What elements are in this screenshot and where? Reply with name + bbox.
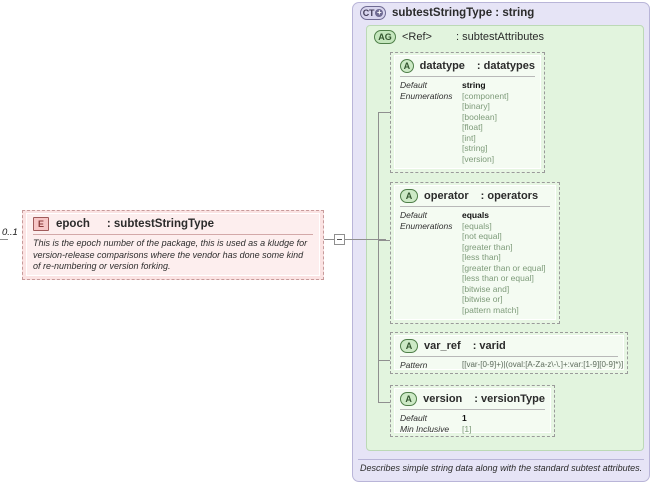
attribute-icon[interactable]: A xyxy=(400,59,414,73)
enum-item: [not equal] xyxy=(462,231,502,241)
attribute-group-type: : subtestAttributes xyxy=(455,31,545,43)
attribute-version[interactable]: A version : versionType Default Min Incl… xyxy=(390,385,555,437)
facet-value-default: equals xyxy=(462,210,489,220)
attribute-version-header: A version : versionType xyxy=(400,392,545,409)
divider xyxy=(400,206,550,207)
attribute-datatype-name: datatype xyxy=(419,60,465,72)
attribute-var-ref[interactable]: A var_ref : varid Pattern [[var-[0-9]+)|… xyxy=(390,332,628,374)
attribute-operator-type: : operators xyxy=(480,190,539,202)
connector-line-right xyxy=(345,239,386,240)
element-epoch-name: epoch xyxy=(56,218,90,230)
enum-item: [string] xyxy=(462,143,488,153)
attribute-datatype-header: A datatype : datatypes xyxy=(400,59,535,76)
facet-value-pattern: [[var-[0-9]+)|(oval:[A-Za-z\-\.]+:var:[1… xyxy=(462,360,624,369)
tree-branch-datatype xyxy=(378,112,390,113)
attribute-version-name: version xyxy=(423,393,463,405)
facet-label-enumerations: Enumerations xyxy=(400,220,453,231)
enum-item: [boolean] xyxy=(462,111,497,122)
enum-item: [less than or equal] xyxy=(462,273,534,283)
attribute-var-ref-body: A var_ref : varid Pattern [[var-[0-9]+)|… xyxy=(394,335,624,370)
attribute-operator-facets: Default Enumerations equals [equals] [no… xyxy=(400,210,550,315)
attribute-datatype-body: A datatype : datatypes Default Enumerati… xyxy=(394,55,541,169)
facet-value-min-inclusive: [1] xyxy=(462,423,472,434)
attribute-group-header[interactable]: AG <Ref> : subtestAttributes xyxy=(374,28,544,46)
facet-value-list: equals [equals] [not equal] [greater tha… xyxy=(462,210,546,315)
complex-type-title: subtestStringType : string xyxy=(392,7,535,19)
facet-value-default: 1 xyxy=(462,413,467,423)
enum-item: [int] xyxy=(462,132,476,143)
facet-label-list: Default Enumerations xyxy=(400,210,462,315)
attribute-operator-body: A operator : operators Default Enumerati… xyxy=(394,185,556,320)
connector-line-stub xyxy=(0,239,8,240)
attribute-group-name: <Ref> xyxy=(402,31,432,43)
facet-label-list: Default Enumerations xyxy=(400,80,462,164)
tree-branch-version xyxy=(378,402,390,403)
facet-value-list: string [component] [binary] [boolean] [f… xyxy=(462,80,509,164)
element-icon[interactable]: E xyxy=(33,217,49,231)
attribute-icon[interactable]: A xyxy=(400,189,418,203)
enum-item: [component] xyxy=(462,90,509,101)
facet-label-pattern: Pattern xyxy=(400,360,428,370)
facet-label-list: Pattern xyxy=(400,360,462,371)
tree-branch-var-ref xyxy=(378,360,390,361)
facet-label-default: Default xyxy=(400,210,427,220)
complex-type-badge-label: CT xyxy=(362,8,375,18)
complex-type-header: CT+ subtestStringType : string xyxy=(360,4,534,22)
facet-value-list: [[var-[0-9]+)|(oval:[A-Za-z\-\.]+:var:[1… xyxy=(462,360,623,371)
attribute-var-ref-name: var_ref xyxy=(424,340,461,352)
tree-spine xyxy=(378,112,379,402)
attribute-version-body: A version : versionType Default Min Incl… xyxy=(394,388,551,434)
expand-plus-icon[interactable]: + xyxy=(375,8,384,17)
attribute-var-ref-facets: Pattern [[var-[0-9]+)|(oval:[A-Za-z\-\.]… xyxy=(400,360,623,371)
element-epoch-body: E epoch : subtestStringType This is the … xyxy=(26,213,320,276)
enum-item: [equals] xyxy=(462,220,492,231)
attribute-group-icon[interactable]: AG xyxy=(374,30,396,44)
connector-line-left xyxy=(324,239,334,240)
facet-label-default: Default xyxy=(400,413,427,423)
divider xyxy=(400,356,618,357)
element-epoch-header: E epoch : subtestStringType xyxy=(33,217,313,234)
enum-item: [greater than or equal] xyxy=(462,262,546,273)
divider xyxy=(400,409,545,410)
facet-label-enumerations: Enumerations xyxy=(400,90,453,101)
enum-item: [version] xyxy=(462,153,495,164)
divider xyxy=(400,76,535,77)
complex-type-description: Describes simple string data along with … xyxy=(360,463,643,473)
enum-item: [less than] xyxy=(462,252,501,262)
cardinality-label: 0..1 xyxy=(2,227,18,238)
element-epoch-documentation: This is the epoch number of the package,… xyxy=(33,238,308,271)
attribute-datatype-facets: Default Enumerations string [component] … xyxy=(400,80,535,164)
facet-value-default: string xyxy=(462,80,486,90)
attribute-version-type: : versionType xyxy=(474,393,545,405)
enum-item: [pattern match] xyxy=(462,304,519,315)
collapse-toggle[interactable] xyxy=(334,234,345,245)
enum-item: [greater than] xyxy=(462,241,513,252)
facet-label-min-inclusive: Min Inclusive xyxy=(400,423,450,434)
attribute-icon[interactable]: A xyxy=(400,392,418,406)
element-epoch[interactable]: E epoch : subtestStringType This is the … xyxy=(22,210,324,280)
enum-item: [bitwise or] xyxy=(462,294,503,304)
attribute-version-facets: Default Min Inclusive 1 [1] xyxy=(400,413,545,434)
enum-item: [binary] xyxy=(462,101,490,111)
attribute-operator-header: A operator : operators xyxy=(400,189,550,206)
attribute-icon[interactable]: A xyxy=(400,339,418,353)
footer-divider xyxy=(358,459,644,460)
attribute-datatype-type: : datatypes xyxy=(476,60,535,72)
divider xyxy=(33,234,313,235)
attribute-var-ref-type: : varid xyxy=(472,340,506,352)
facet-label-list: Default Min Inclusive xyxy=(400,413,462,434)
enum-item: [float] xyxy=(462,122,483,132)
facet-value-list: 1 [1] xyxy=(462,413,471,434)
facet-label-default: Default xyxy=(400,80,427,90)
attribute-operator[interactable]: A operator : operators Default Enumerati… xyxy=(390,182,560,324)
complex-type-icon[interactable]: CT+ xyxy=(360,6,386,20)
attribute-var-ref-header: A var_ref : varid xyxy=(400,339,618,356)
tree-branch-operator xyxy=(378,240,390,241)
enum-item: [bitwise and] xyxy=(462,283,510,294)
element-epoch-type: : subtestStringType xyxy=(106,218,215,230)
attribute-datatype[interactable]: A datatype : datatypes Default Enumerati… xyxy=(390,52,545,173)
attribute-operator-name: operator xyxy=(424,190,469,202)
